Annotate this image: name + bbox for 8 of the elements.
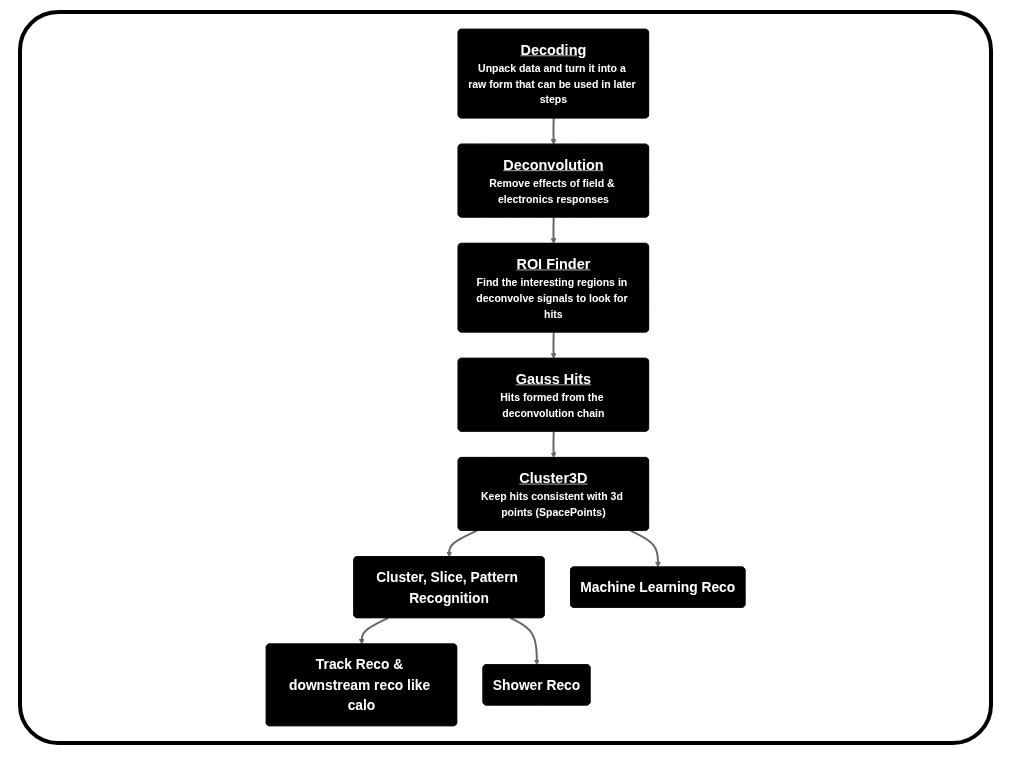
arrow <box>509 617 540 666</box>
arrow <box>550 117 557 145</box>
arrow <box>358 617 389 645</box>
arrow <box>446 529 478 558</box>
arrow <box>550 331 557 359</box>
arrow <box>550 216 557 244</box>
arrow <box>629 529 661 568</box>
arrow <box>550 430 557 459</box>
